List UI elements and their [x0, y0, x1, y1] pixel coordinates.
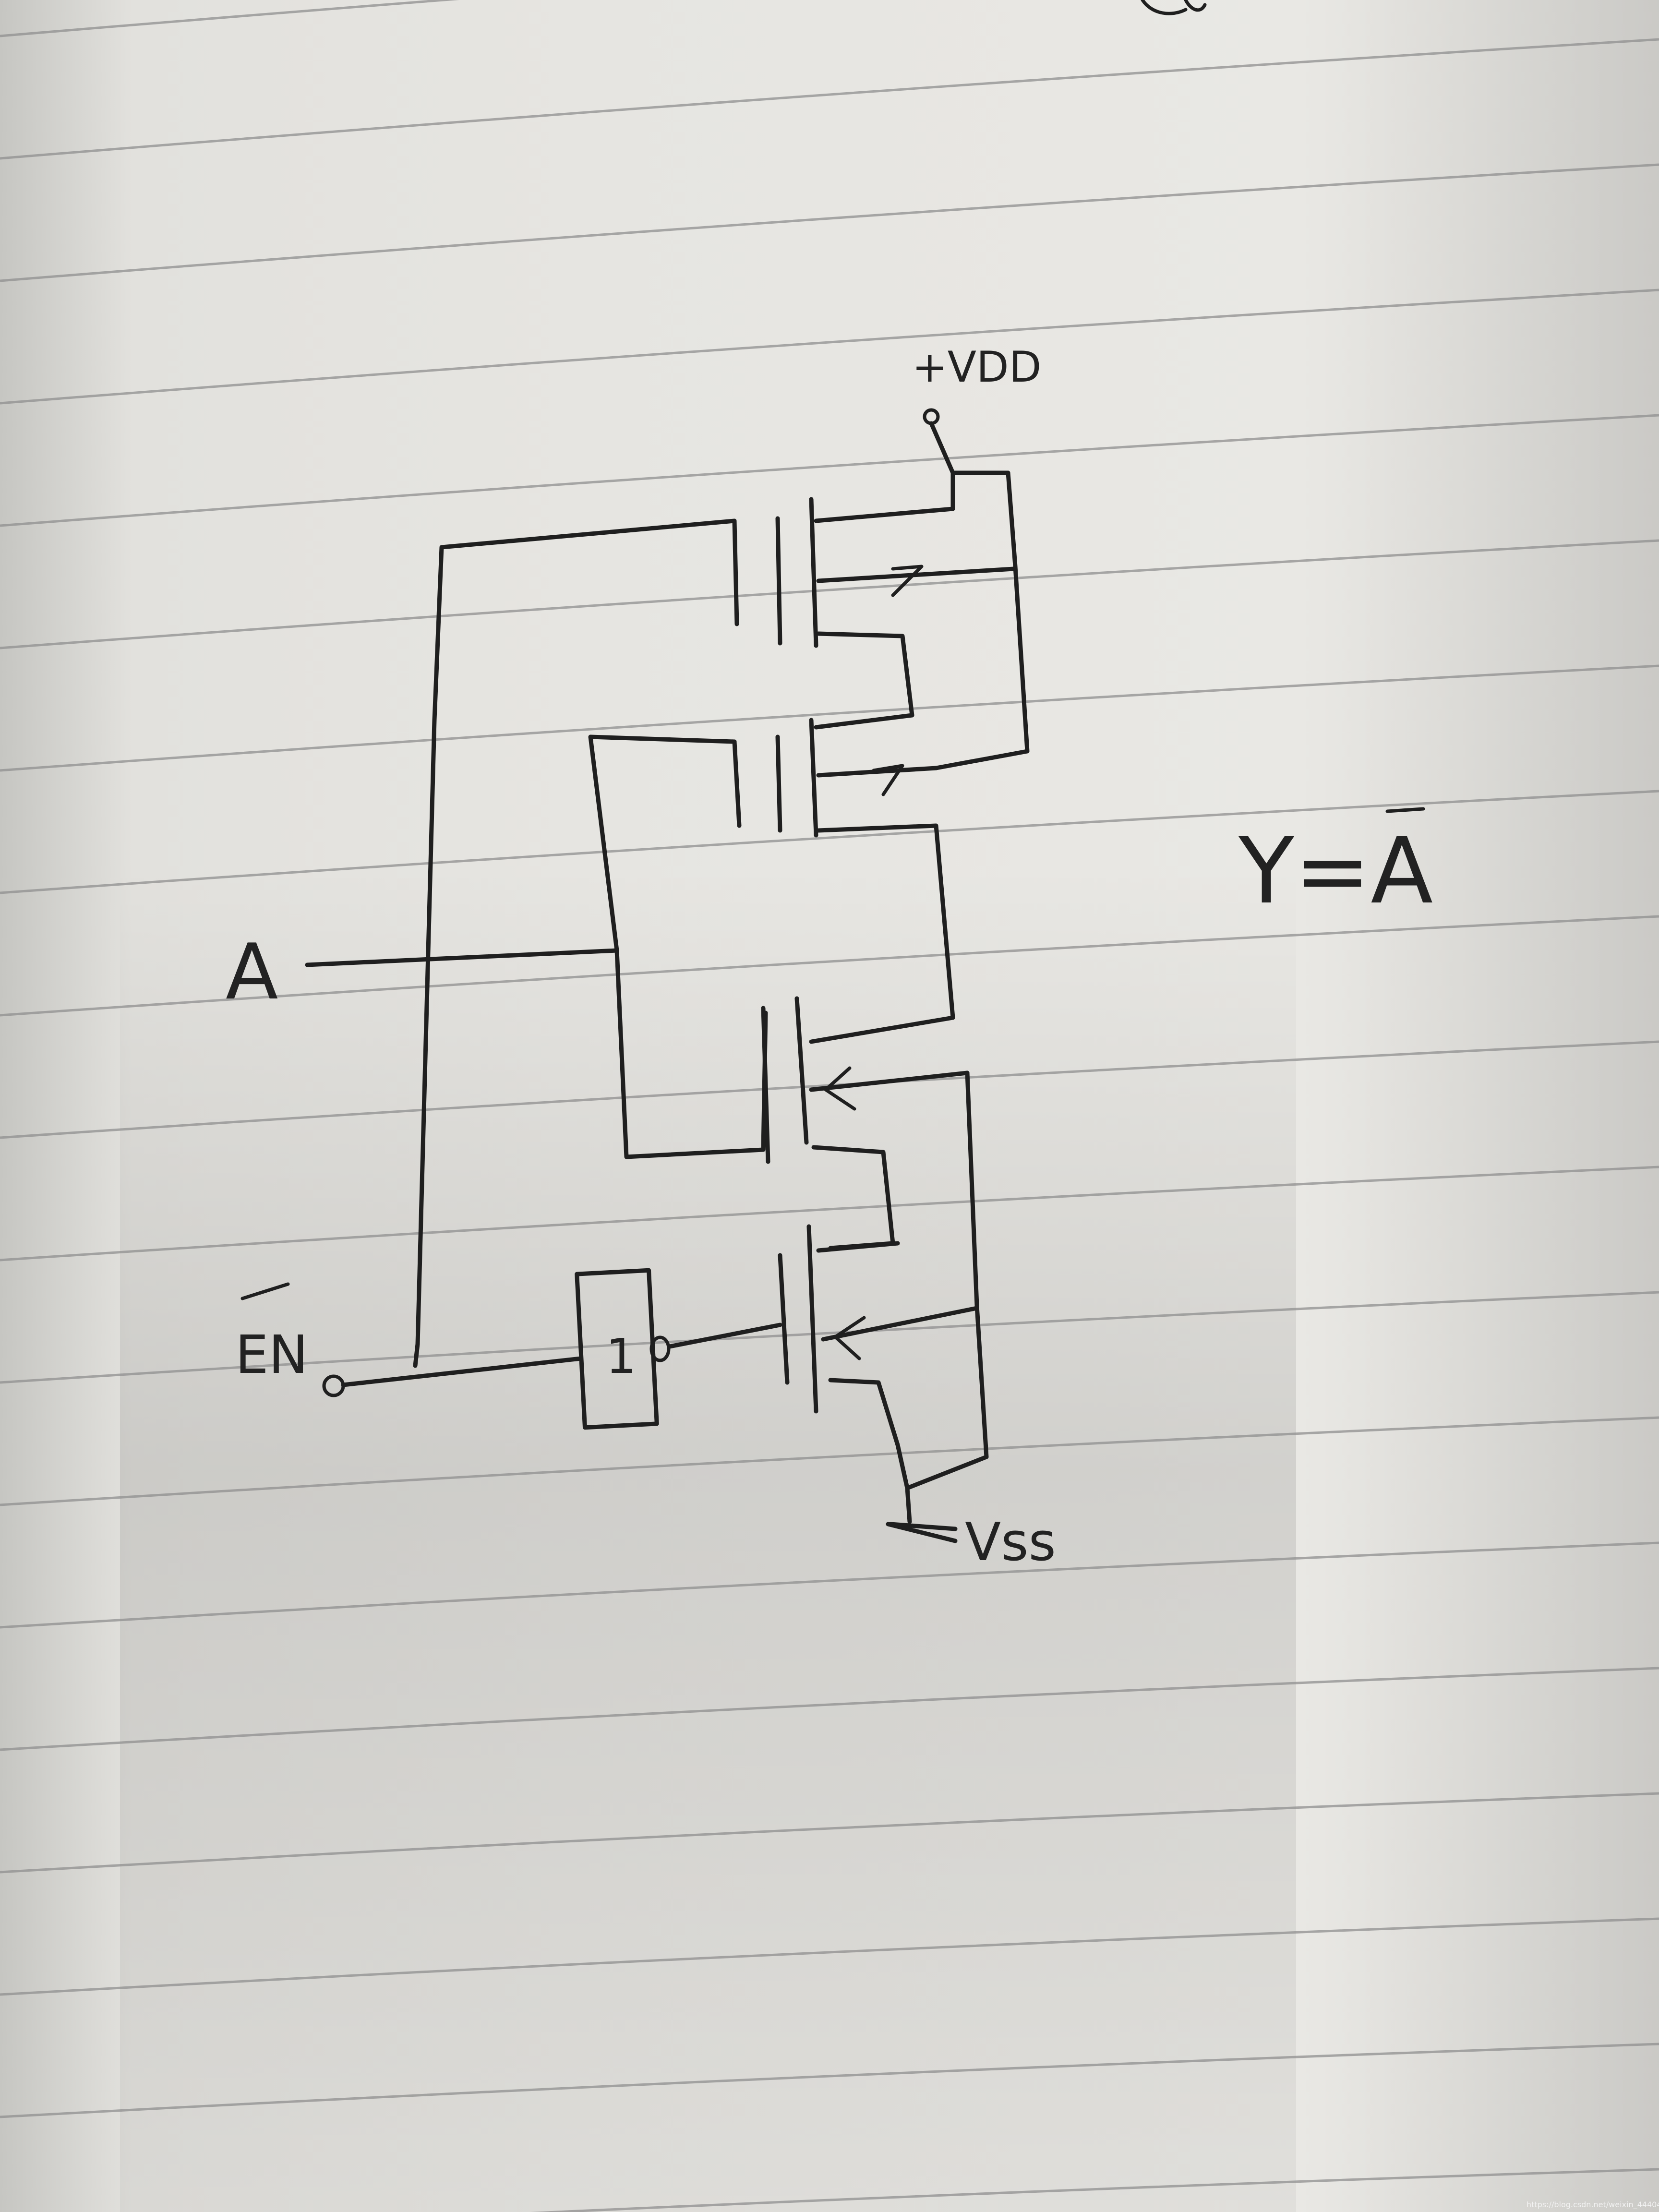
ruled-line — [0, 790, 1659, 894]
nmos-1-body-arrow — [824, 1066, 856, 1111]
ruled-line — [0, 414, 1659, 527]
pmos-2-body — [816, 766, 938, 778]
nmos-1-channel — [794, 996, 809, 1145]
nmos-2-body-arrow — [833, 1316, 866, 1360]
ruled-line — [0, 1291, 1659, 1384]
ruled-line — [0, 0, 459, 37]
en-to-pmos1-gate — [439, 518, 739, 626]
vdd-body-rail — [934, 470, 1030, 770]
pmos-2-channel — [809, 718, 818, 838]
ruled-line — [0, 1416, 1659, 1506]
a-gate-bus — [588, 734, 768, 1159]
en-overbar — [240, 1282, 290, 1300]
nmos-2-body — [821, 1306, 979, 1342]
inverter-out-wire — [667, 1322, 782, 1349]
ruled-line — [0, 38, 1659, 160]
ruled-line — [0, 1667, 1659, 1751]
label-a: A — [226, 927, 278, 1017]
vdd-wire — [929, 421, 1010, 511]
ruled-line — [0, 289, 1659, 405]
vss-terminal — [886, 1486, 958, 1543]
pmos-2-source — [814, 713, 914, 730]
ruled-line — [0, 1166, 1659, 1262]
ruled-line — [530, 2168, 1659, 2212]
equation-overbar — [1385, 807, 1425, 813]
pmos-2-gate — [775, 734, 782, 833]
en-wire — [341, 1356, 583, 1387]
pmos-2-drain — [816, 823, 955, 1020]
inverter-bubble — [649, 1335, 671, 1362]
ruled-line — [0, 1917, 1659, 1996]
pmos-1-body-arrow — [891, 565, 924, 597]
label-equation: Y=A — [1238, 818, 1433, 924]
pmos-2-gate-lead — [732, 739, 742, 828]
watermark-text: https://blog.csdn.net/weixin_4440472 — [1527, 2200, 1659, 2210]
paper-right-shade — [1296, 0, 1659, 2212]
ruled-line — [0, 915, 1659, 1017]
label-vdd: +VDD — [912, 342, 1041, 392]
input-a-wire — [305, 948, 619, 967]
nmos-1-drain — [809, 1015, 955, 1044]
ruled-line — [0, 1792, 1659, 1874]
nmos-2-source — [828, 1378, 910, 1491]
label-en: EN — [235, 1324, 308, 1385]
paper-shadow-band — [120, 864, 1296, 2212]
pmos-1-source — [814, 506, 955, 523]
nmos-1-gate — [761, 1006, 770, 1164]
en-rail — [413, 545, 444, 1368]
pmos-1-drain — [816, 631, 914, 718]
ruled-line — [0, 664, 1659, 772]
label-vss: Vss — [965, 1511, 1056, 1573]
pmos-2-body-arrow — [872, 764, 904, 796]
ruled-line — [0, 1541, 1659, 1629]
nmos-2-gate — [778, 1253, 790, 1385]
top-scribble — [1141, 0, 1207, 15]
label-buffer: 1 — [606, 1328, 637, 1384]
nmos-1-body — [809, 1070, 970, 1092]
pmos-1-body — [816, 566, 1016, 583]
vss-body-rail — [905, 1070, 989, 1491]
pmos-1-channel — [809, 497, 818, 648]
nmos-2-drain — [816, 1241, 900, 1253]
nmos-2-channel — [806, 1224, 818, 1414]
ruled-line — [0, 163, 1659, 282]
ruled-line — [0, 539, 1659, 649]
circuit-diagram — [305, 408, 1030, 1543]
ruled-line — [0, 2043, 1659, 2118]
pmos-1-gate — [775, 516, 782, 646]
